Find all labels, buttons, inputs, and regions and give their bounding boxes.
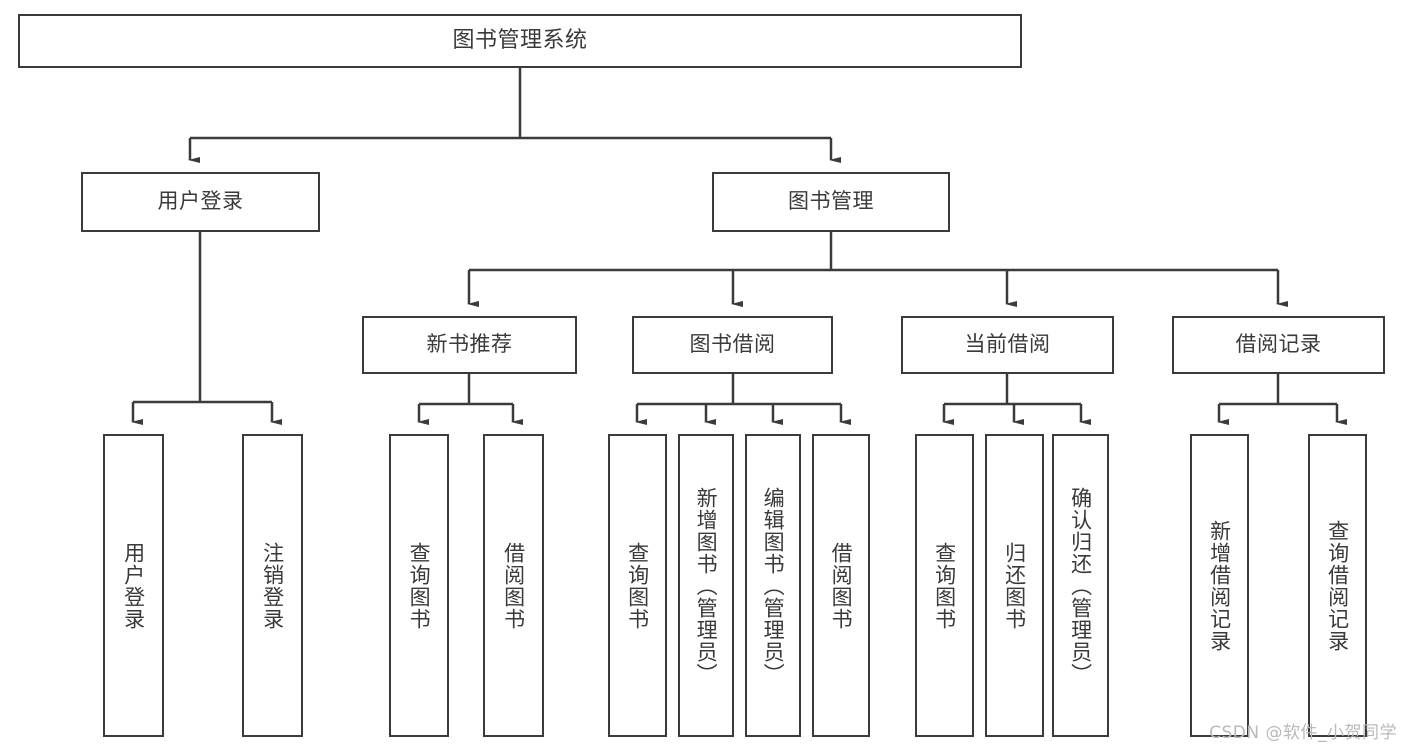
leaf-borrow-book-bb[interactable]: 借阅图书: [812, 434, 870, 737]
leaf-borrow-book-nbr-label: 借阅图书: [501, 541, 526, 630]
node-book-management-label: 图书管理: [788, 189, 874, 214]
node-borrow-record[interactable]: 借阅记录: [1172, 316, 1385, 374]
node-new-book-recommend-label: 新书推荐: [426, 332, 513, 357]
node-user-login[interactable]: 用户登录: [81, 172, 320, 232]
leaf-logout[interactable]: 注销登录: [242, 434, 303, 737]
leaf-logout-label: 注销登录: [260, 541, 285, 630]
leaf-edit-book-admin-label: 编辑图书（管理员）: [761, 486, 786, 685]
leaf-confirm-return-admin[interactable]: 确认归还（管理员）: [1052, 434, 1109, 737]
node-book-borrow[interactable]: 图书借阅: [632, 316, 833, 374]
leaf-query-book-cb[interactable]: 查询图书: [915, 434, 974, 737]
leaf-edit-book-admin[interactable]: 编辑图书（管理员）: [745, 434, 801, 737]
node-book-management[interactable]: 图书管理: [712, 172, 950, 232]
node-current-borrow[interactable]: 当前借阅: [901, 316, 1114, 374]
leaf-query-book-bb-label: 查询图书: [625, 541, 650, 630]
leaf-query-borrow-record-label: 查询借阅记录: [1325, 519, 1350, 652]
leaf-add-borrow-record-label: 新增借阅记录: [1207, 519, 1232, 652]
leaf-confirm-return-admin-label: 确认归还（管理员）: [1068, 486, 1093, 685]
leaf-query-book-nbr-label: 查询图书: [407, 541, 432, 630]
leaf-user-login[interactable]: 用户登录: [103, 434, 164, 737]
leaf-query-borrow-record[interactable]: 查询借阅记录: [1308, 434, 1367, 737]
leaf-borrow-book-nbr[interactable]: 借阅图书: [483, 434, 544, 737]
leaf-return-book[interactable]: 归还图书: [985, 434, 1044, 737]
node-book-borrow-label: 图书借阅: [689, 332, 776, 357]
node-new-book-recommend[interactable]: 新书推荐: [362, 316, 577, 374]
leaf-return-book-label: 归还图书: [1002, 541, 1027, 630]
leaf-user-login-label: 用户登录: [121, 541, 146, 630]
node-root[interactable]: 图书管理系统: [18, 14, 1022, 68]
node-borrow-record-label: 借阅记录: [1235, 332, 1322, 357]
leaf-borrow-book-bb-label: 借阅图书: [829, 541, 854, 630]
watermark: CSDN @软件_小贺同学: [1209, 723, 1397, 743]
leaf-add-borrow-record[interactable]: 新增借阅记录: [1190, 434, 1249, 737]
leaf-query-book-nbr[interactable]: 查询图书: [389, 434, 449, 737]
leaf-query-book-bb[interactable]: 查询图书: [608, 434, 667, 737]
leaf-add-book-admin-label: 新增图书（管理员）: [694, 486, 719, 685]
node-current-borrow-label: 当前借阅: [964, 332, 1051, 357]
leaf-add-book-admin[interactable]: 新增图书（管理员）: [678, 434, 734, 737]
leaf-query-book-cb-label: 查询图书: [932, 541, 957, 630]
node-root-label: 图书管理系统: [452, 27, 588, 53]
node-user-login-label: 用户登录: [157, 189, 244, 214]
